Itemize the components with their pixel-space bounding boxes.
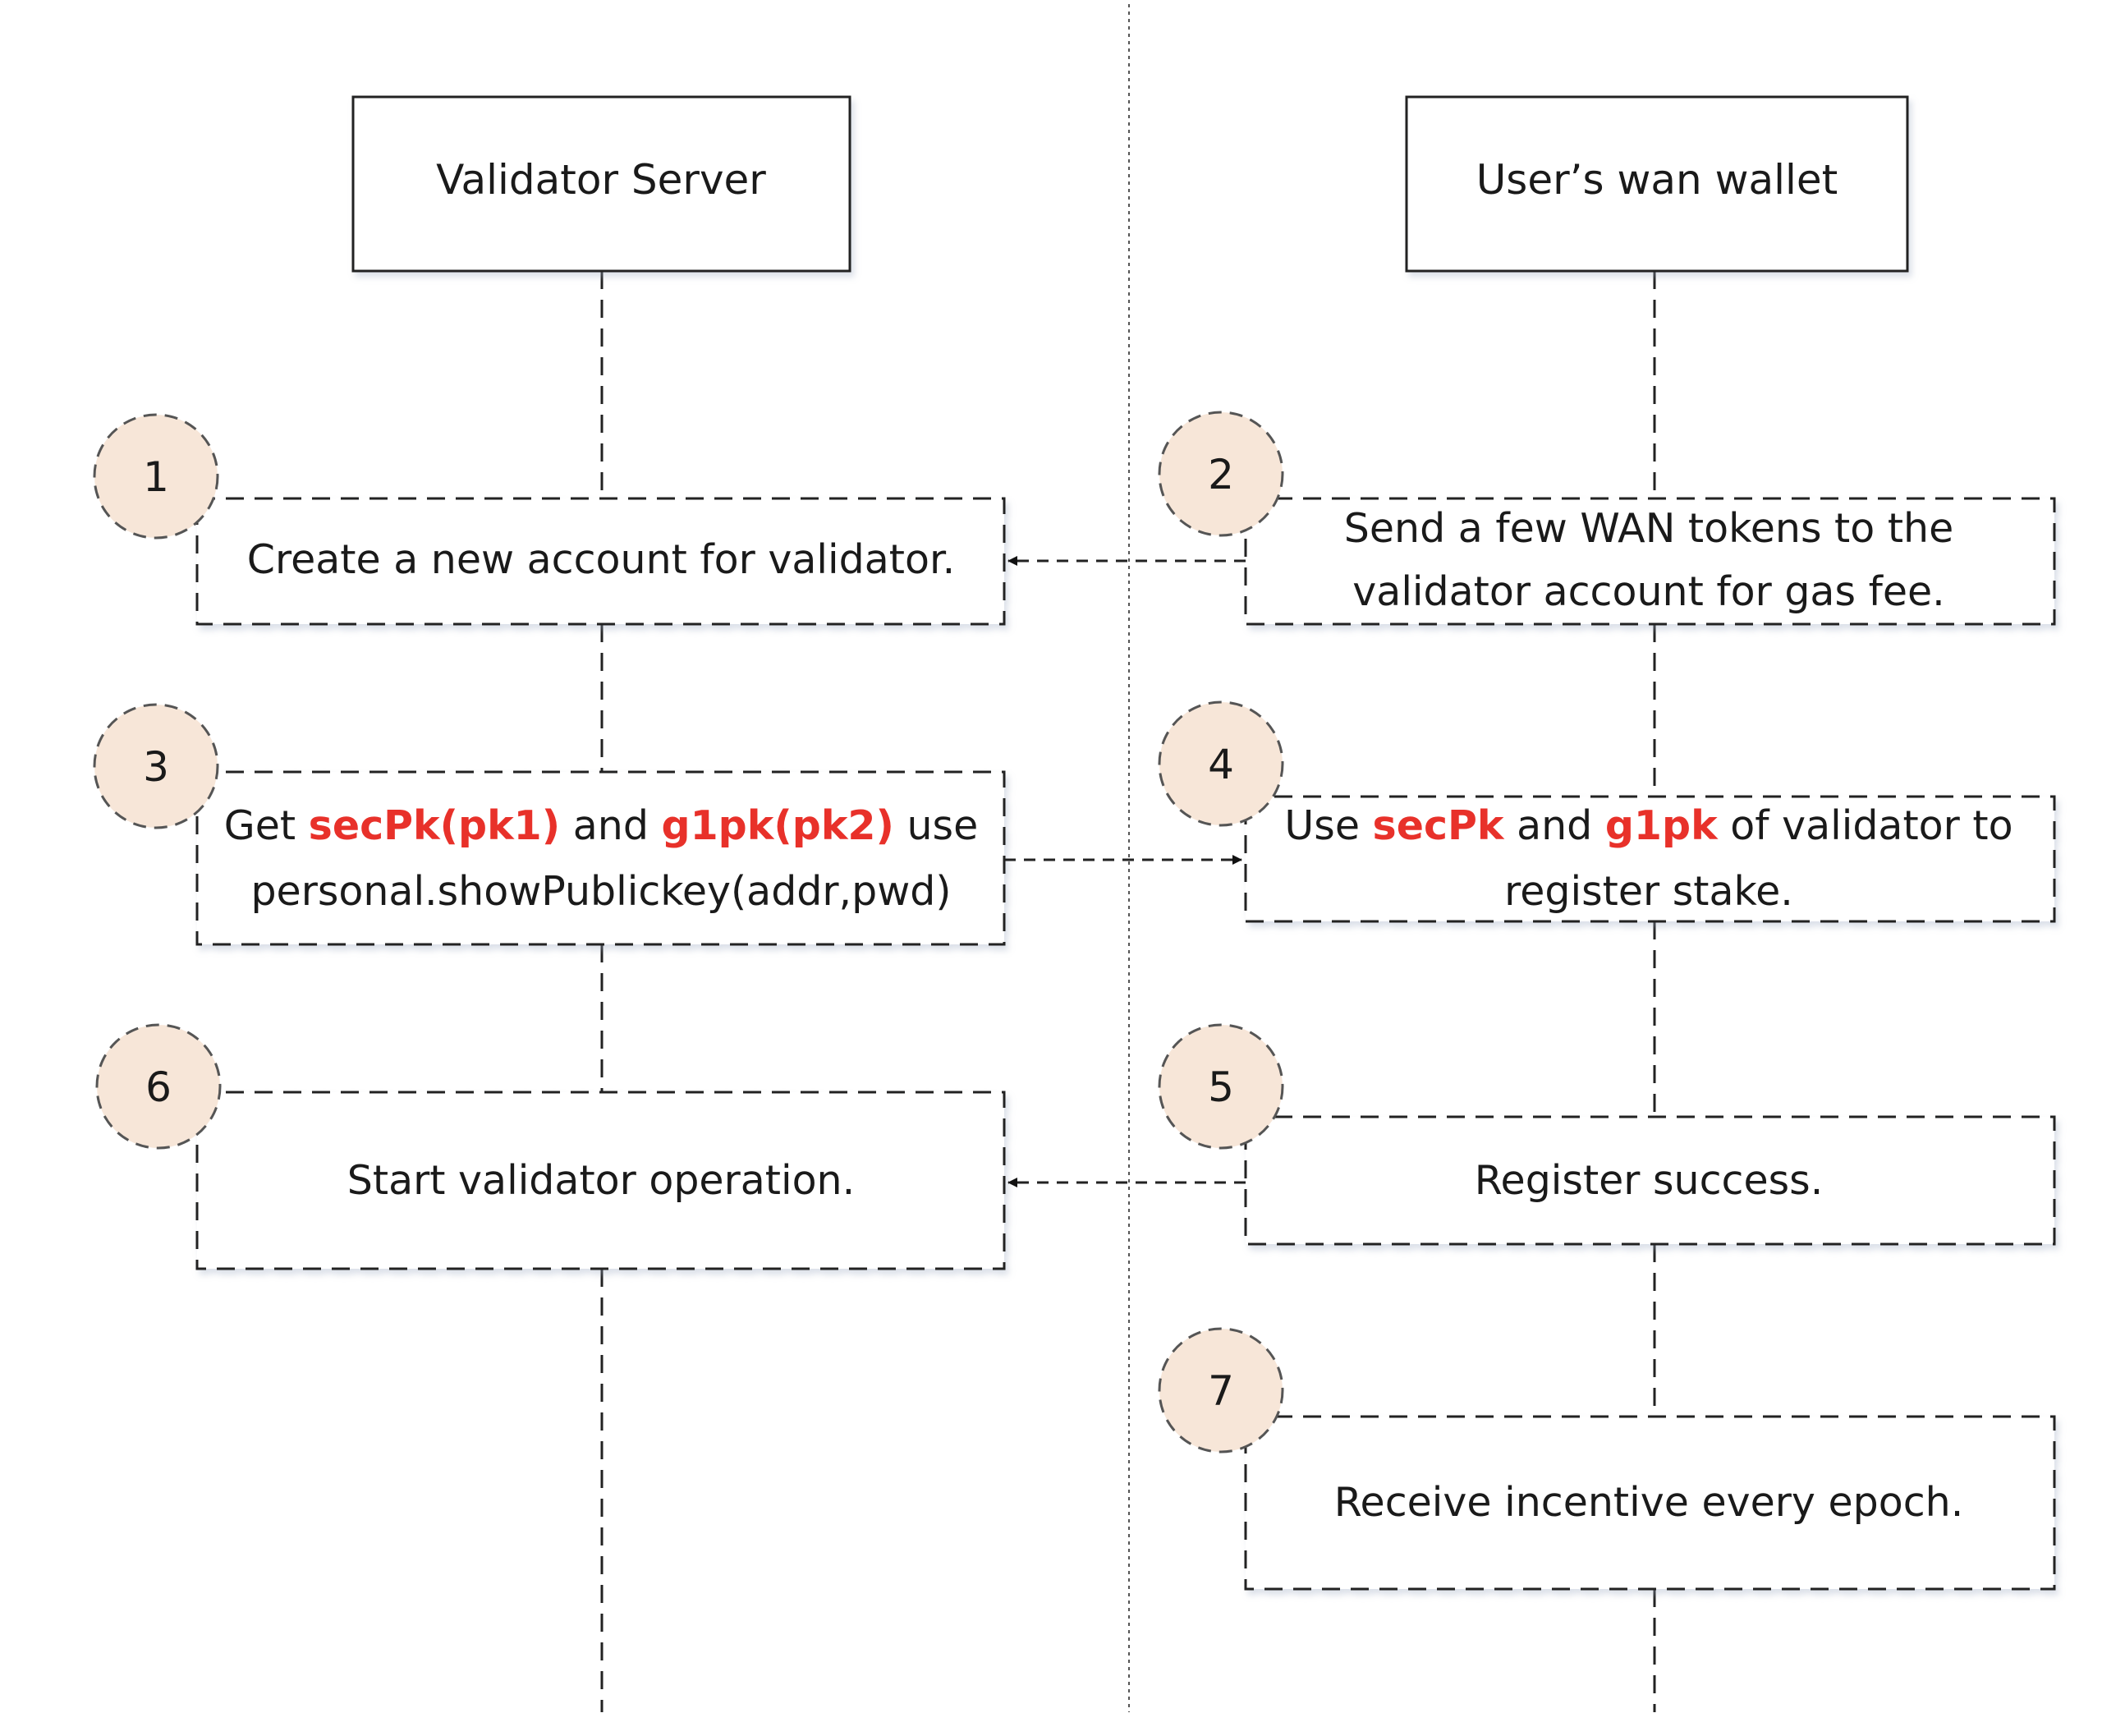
step-3-text-line1: Get secPk(pk1) and g1pk(pk2) use (224, 802, 978, 849)
step-3-badge: 3 (93, 703, 219, 829)
secpk-keyword: secPk (1373, 802, 1505, 849)
step-2-box: Send a few WAN tokens to the validator a… (1244, 497, 2056, 626)
step-1-badge: 1 (93, 413, 219, 540)
step-7-number: 7 (1208, 1367, 1234, 1415)
step-4-text-line1: Use secPk and g1pk of validator to (1284, 802, 2013, 849)
step-2-number: 2 (1208, 451, 1234, 498)
step-2-text-line1: Send a few WAN tokens to the (1344, 505, 1953, 552)
g1pk-keyword: g1pk (1605, 802, 1719, 849)
step-6-text: Start validator operation. (347, 1157, 855, 1204)
user-wallet-participant: User’s wan wallet (1405, 95, 1909, 273)
step-6-badge: 6 (95, 1023, 222, 1150)
step-6-box: Start validator operation. (195, 1091, 1006, 1270)
step-6-number: 6 (145, 1063, 172, 1111)
step-1-box: Create a new account for validator. (195, 497, 1006, 626)
step-7-text: Receive incentive every epoch. (1334, 1479, 1964, 1526)
step-3-box: Get secPk(pk1) and g1pk(pk2) use persona… (195, 770, 1006, 946)
step-1-text: Create a new account for validator. (247, 536, 955, 583)
step-2-badge: 2 (1158, 411, 1284, 537)
step-3-number: 3 (143, 743, 169, 791)
step-5-text: Register success. (1475, 1157, 1824, 1204)
validator-server-label: Validator Server (436, 156, 766, 204)
step-4-badge: 4 (1158, 700, 1284, 827)
step-3-text-line2: personal.showPublickey(addr,pwd) (250, 868, 951, 915)
g1pk-pk2-keyword: g1pk(pk2) (662, 802, 894, 849)
step-4-box: Use secPk and g1pk of validator to regis… (1244, 795, 2056, 923)
step-5-number: 5 (1208, 1063, 1234, 1111)
step-7-box: Receive incentive every epoch. (1244, 1415, 2056, 1591)
secpk-pk1-keyword: secPk(pk1) (309, 802, 561, 849)
step-4-number: 4 (1208, 741, 1234, 788)
step-7-badge: 7 (1158, 1327, 1284, 1454)
step-4-text-line2: register stake. (1504, 868, 1793, 915)
step-2-text-line2: validator account for gas fee. (1352, 568, 1944, 615)
step-1-number: 1 (143, 453, 169, 501)
user-wallet-label: User’s wan wallet (1476, 156, 1838, 204)
validator-server-participant: Validator Server (351, 95, 851, 273)
step-5-badge: 5 (1158, 1023, 1284, 1150)
step-5-box: Register success. (1244, 1115, 2056, 1246)
